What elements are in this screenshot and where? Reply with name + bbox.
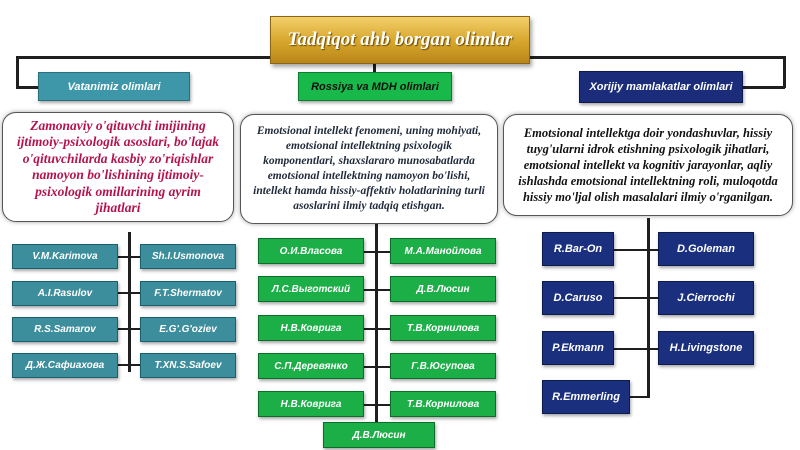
scientist-name: V.M.Karimova (12, 244, 118, 269)
connector-title-horizontal (16, 56, 270, 59)
diagram-title: Tadqiqot ahb borgan olimlar (270, 16, 530, 64)
scientist-name: T.XN.S.Safoev (140, 353, 236, 378)
russia-branch (364, 289, 390, 291)
scientist-name: Sh.I.Usmonova (140, 244, 236, 269)
russia-spine (375, 224, 378, 430)
scientist-name: R.Emmerling (542, 380, 630, 414)
scientist-name: Д.Ж.Сафиахова (12, 353, 118, 378)
foreign-spine (647, 218, 650, 398)
description-russia: Emotsional intellekt fenomeni, uning moh… (240, 114, 498, 224)
category-russia-cis-scientists: Rossiya va MDH olimlari (298, 72, 452, 101)
scientist-name: P.Ekmann (542, 331, 614, 365)
local-branch (118, 328, 140, 330)
scientist-name: Т.В.Корнилова (390, 315, 496, 341)
scientist-name: D.Caruso (542, 281, 614, 315)
local-branch (118, 364, 140, 366)
connector-right-drop (783, 56, 786, 88)
connector-left-to-cat (16, 86, 38, 89)
foreign-branch (614, 348, 658, 350)
scientist-name: D.Goleman (658, 232, 754, 266)
foreign-branch (614, 249, 658, 251)
description-foreign: Emotsional intellektga doir yondashuvlar… (503, 114, 793, 216)
scientist-name: С.П.Деревянко (258, 353, 364, 379)
category-local-scientists: Vatanimiz olimlari (38, 72, 190, 101)
russia-branch (364, 404, 390, 406)
local-branch (118, 256, 140, 258)
connector-center-drop (373, 62, 376, 74)
foreign-branch (614, 297, 658, 299)
scientist-name: A.I.Rasulov (12, 281, 118, 306)
scientist-name: E.G'.G'oziev (140, 317, 236, 342)
scientist-name: F.T.Shermatov (140, 281, 236, 306)
foreign-branch (630, 396, 650, 398)
local-branch (118, 292, 140, 294)
scientist-name: R.Bar-On (542, 232, 614, 266)
scientist-name: J.Cierrochi (658, 281, 754, 315)
connector-title-horizontal-right (528, 56, 786, 59)
description-local: Zamonaviy o'qituvchi imijining ijtimoiy-… (2, 112, 234, 222)
scientist-name: Н.В.Коврига (258, 391, 364, 417)
scientist-name: R.S.Samarov (12, 317, 118, 342)
connector-right-to-cat (741, 86, 785, 89)
connector-left-drop (16, 56, 19, 88)
scientist-name: Д.В.Люсин (390, 276, 496, 302)
local-spine (128, 232, 131, 372)
scientist-name: Н.В.Коврига (258, 315, 364, 341)
scientist-name: Т.В.Корнилова (390, 391, 496, 417)
scientist-name: H.Livingstone (658, 331, 754, 365)
category-foreign-scientists: Xorijiy mamlakatlar olimlari (579, 71, 743, 103)
russia-branch (364, 366, 390, 368)
russia-branch (364, 328, 390, 330)
russia-branch (364, 251, 390, 253)
scientist-name: М.А.Манойлова (390, 238, 496, 264)
scientist-name: Л.С.Выготский (258, 276, 364, 302)
scientist-name: Д.В.Люсин (323, 422, 435, 448)
scientist-name: О.И.Власова (258, 238, 364, 264)
scientist-name: Г.В.Юсупова (390, 353, 496, 379)
